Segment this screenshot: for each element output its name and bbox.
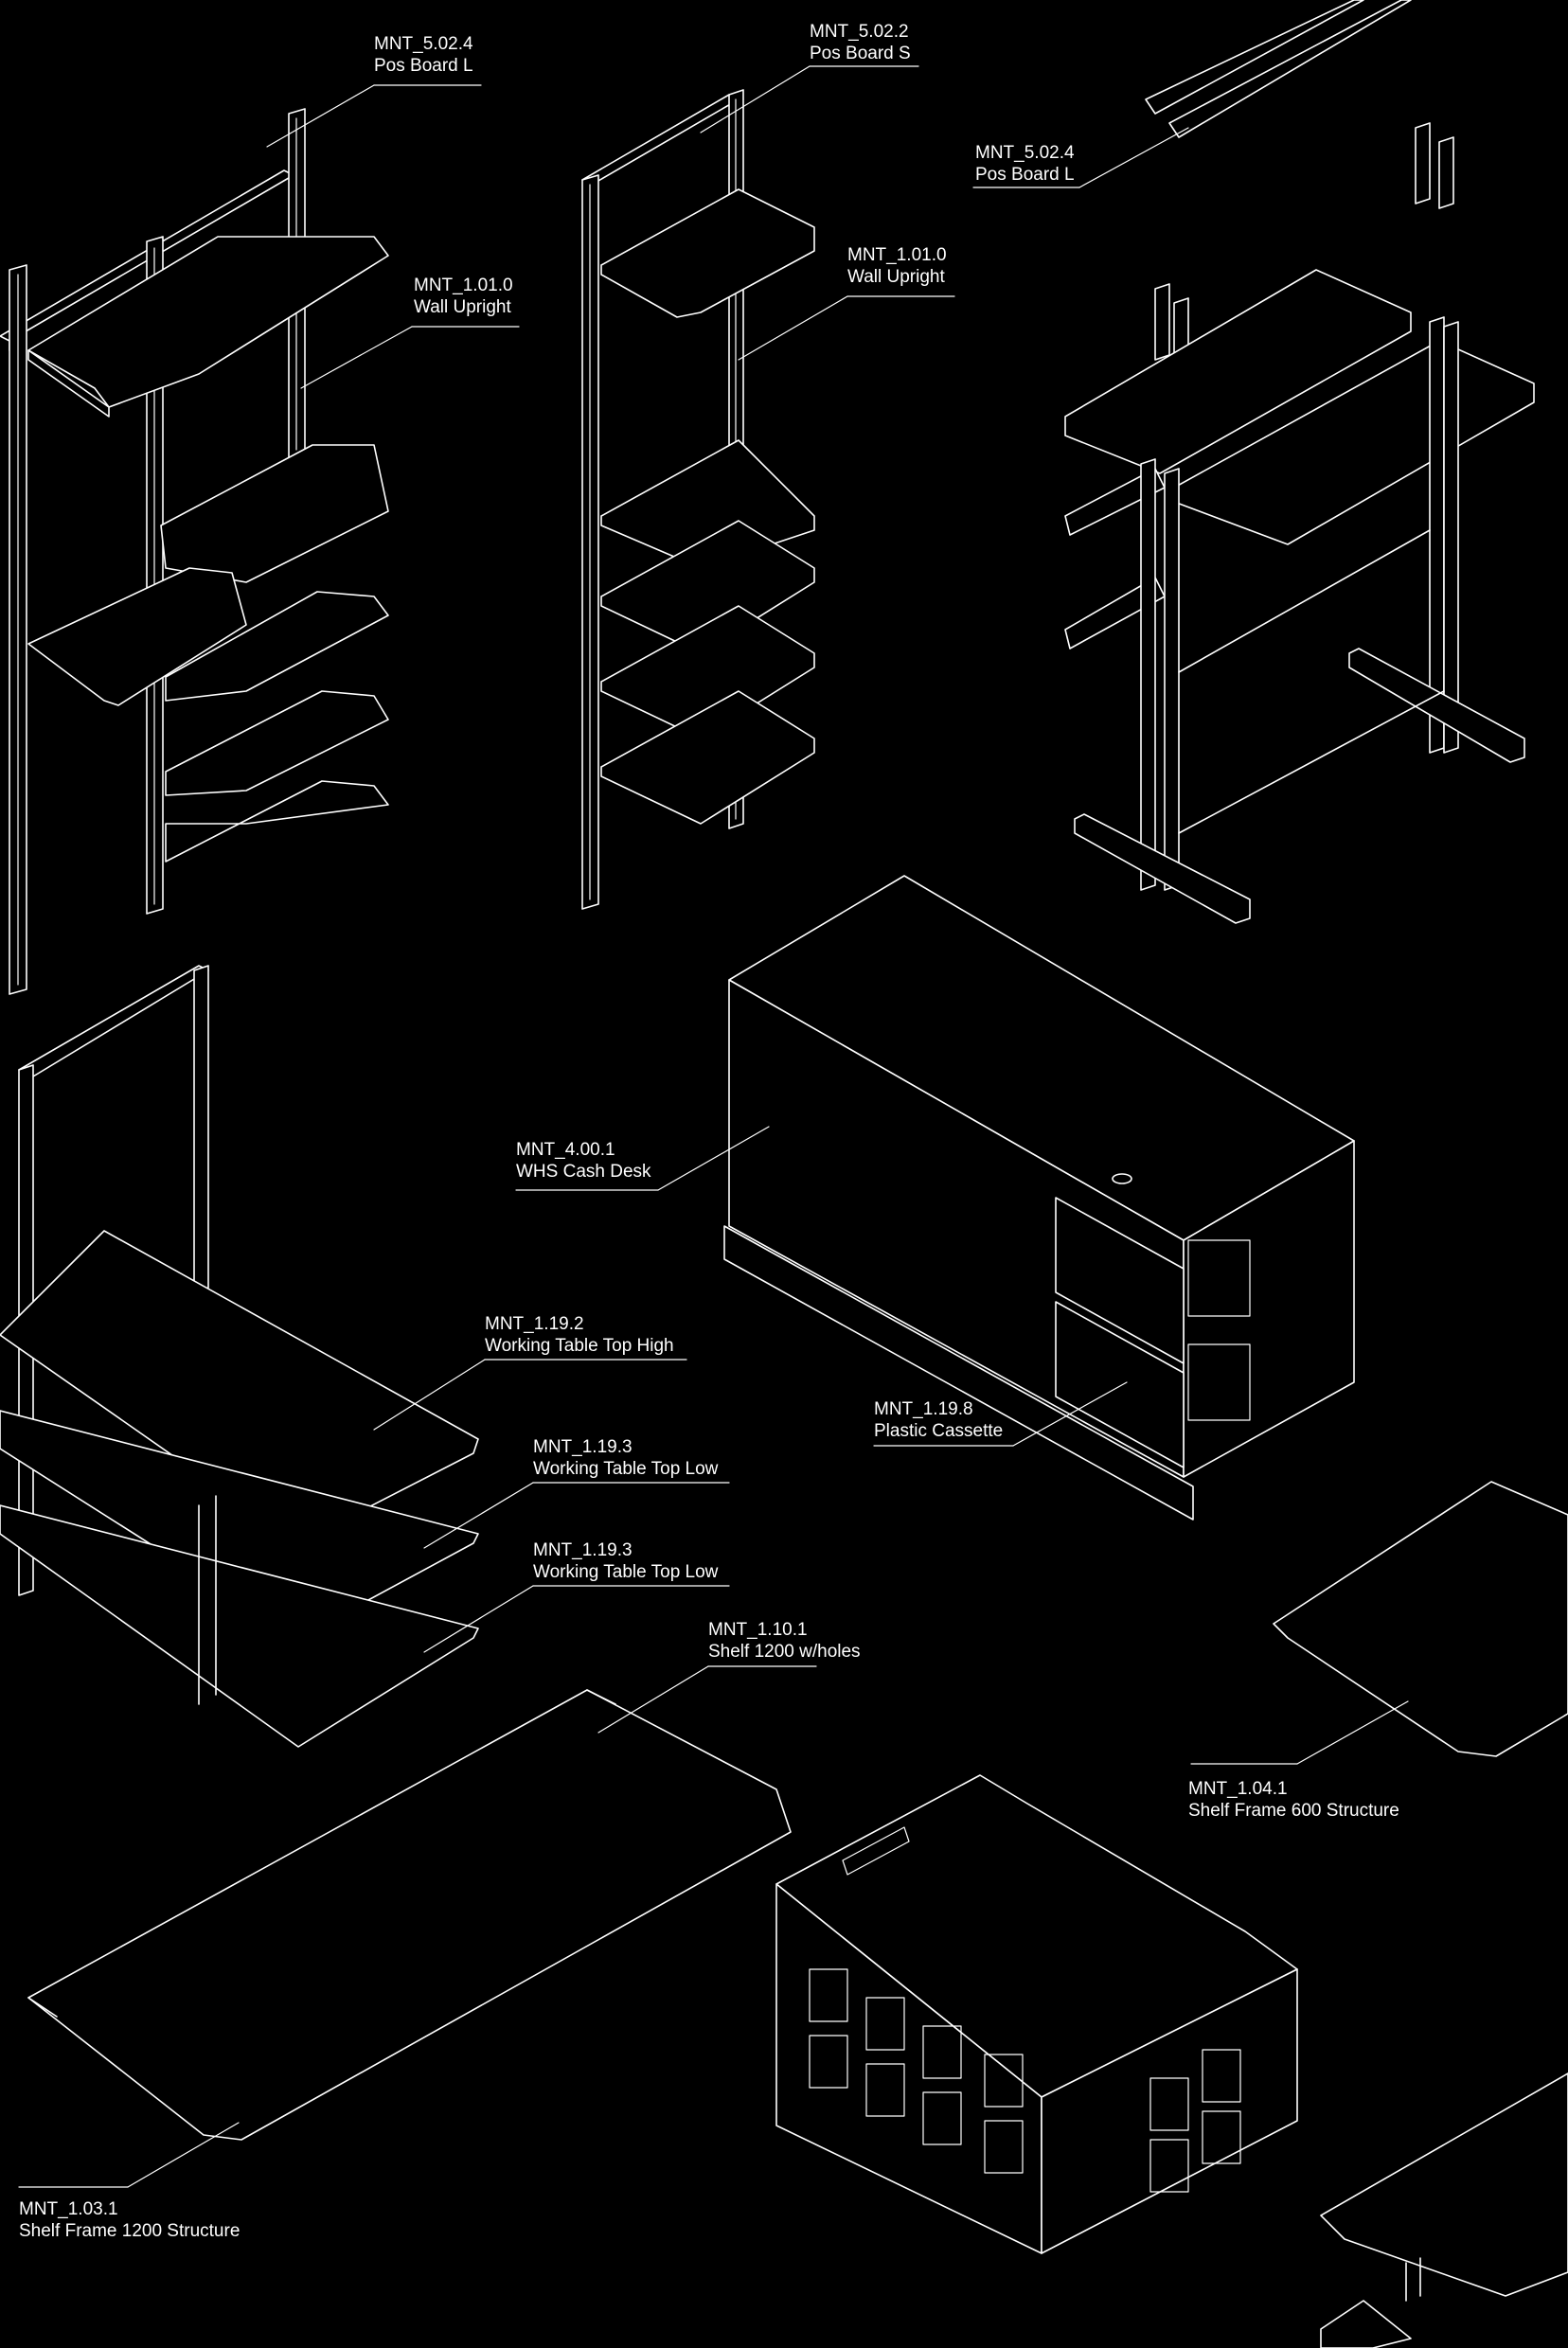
partial-table-bottom-right xyxy=(1320,2072,1568,2348)
cash-desk xyxy=(723,875,1355,1521)
callout-code: MNT_1.19.8 xyxy=(874,1399,973,1419)
wall-upright xyxy=(581,174,599,910)
callout-working-table-top-low-2: MNT_1.19.3 Working Table Top Low xyxy=(533,1539,718,1583)
shelf-frame-1200 xyxy=(27,1689,792,2141)
crate-grid xyxy=(809,1968,1241,2193)
callout-code: MNT_1.04.1 xyxy=(1188,1779,1288,1799)
plastic-crate xyxy=(775,1774,1298,2254)
callout-code: MNT_1.19.3 xyxy=(533,1540,633,1560)
callout-code: MNT_1.01.0 xyxy=(414,276,513,295)
callout-name: Pos Board L xyxy=(374,56,473,76)
callout-code: MNT_5.02.2 xyxy=(810,22,909,42)
freestanding-shelving-unit xyxy=(1064,269,1535,924)
callout-name: Plastic Cassette xyxy=(874,1421,1004,1441)
callout-name: Working Table Top High xyxy=(485,1336,674,1356)
working-table xyxy=(0,965,479,1748)
callout-code: MNT_1.19.2 xyxy=(485,1314,584,1334)
callout-working-table-top-high: MNT_1.19.2 Working Table Top High xyxy=(485,1313,674,1357)
callout-code: MNT_1.03.1 xyxy=(19,2199,118,2219)
callout-code: MNT_5.02.4 xyxy=(975,143,1075,163)
callout-shelf-1200-holes: MNT_1.10.1 Shelf 1200 w/holes xyxy=(708,1619,861,1663)
wall-shelving-unit-middle xyxy=(581,89,815,910)
callout-code: MNT_1.01.0 xyxy=(847,245,947,265)
callout-shelf-frame-600: MNT_1.04.1 Shelf Frame 600 Structure xyxy=(1188,1778,1399,1822)
callout-wall-upright-middle: MNT_1.01.0 Wall Upright xyxy=(847,244,947,288)
callout-code: MNT_1.19.3 xyxy=(533,1437,633,1457)
callout-name: Shelf Frame 600 Structure xyxy=(1188,1801,1399,1821)
pos-board-top-right xyxy=(1145,0,1454,209)
callout-name: Pos Board S xyxy=(810,44,911,63)
callout-name: Pos Board L xyxy=(975,165,1075,185)
callout-plastic-cassette: MNT_1.19.8 Plastic Cassette xyxy=(874,1398,1003,1442)
callout-pos-board-l-right: MNT_5.02.4 Pos Board L xyxy=(975,142,1075,186)
callout-name: Wall Upright xyxy=(847,267,945,287)
callout-name: WHS Cash Desk xyxy=(516,1162,651,1182)
callout-working-table-top-low-1: MNT_1.19.3 Working Table Top Low xyxy=(533,1436,718,1480)
callout-name: Working Table Top Low xyxy=(533,1562,719,1582)
callout-pos-board-s: MNT_5.02.2 Pos Board S xyxy=(810,21,911,64)
callout-name: Shelf 1200 w/holes xyxy=(708,1642,861,1662)
callout-code: MNT_5.02.4 xyxy=(374,34,473,54)
callout-name: Working Table Top Low xyxy=(533,1459,719,1479)
callout-code: MNT_1.10.1 xyxy=(708,1620,808,1640)
callout-shelf-frame-1200: MNT_1.03.1 Shelf Frame 1200 Structure xyxy=(19,2198,240,2242)
callout-name: Shelf Frame 1200 Structure xyxy=(19,2221,241,2241)
callout-wall-upright-left: MNT_1.01.0 Wall Upright xyxy=(414,275,513,318)
callout-cash-desk: MNT_4.00.1 WHS Cash Desk xyxy=(516,1139,651,1183)
wall-upright xyxy=(9,264,27,995)
callout-pos-board-l: MNT_5.02.4 Pos Board L xyxy=(374,33,473,77)
leader-lines xyxy=(18,65,1409,2188)
wall-shelving-unit-left xyxy=(0,108,389,995)
callout-name: Wall Upright xyxy=(414,297,511,317)
callout-code: MNT_4.00.1 xyxy=(516,1140,615,1160)
shelf-frame-600 xyxy=(1273,1481,1568,1757)
